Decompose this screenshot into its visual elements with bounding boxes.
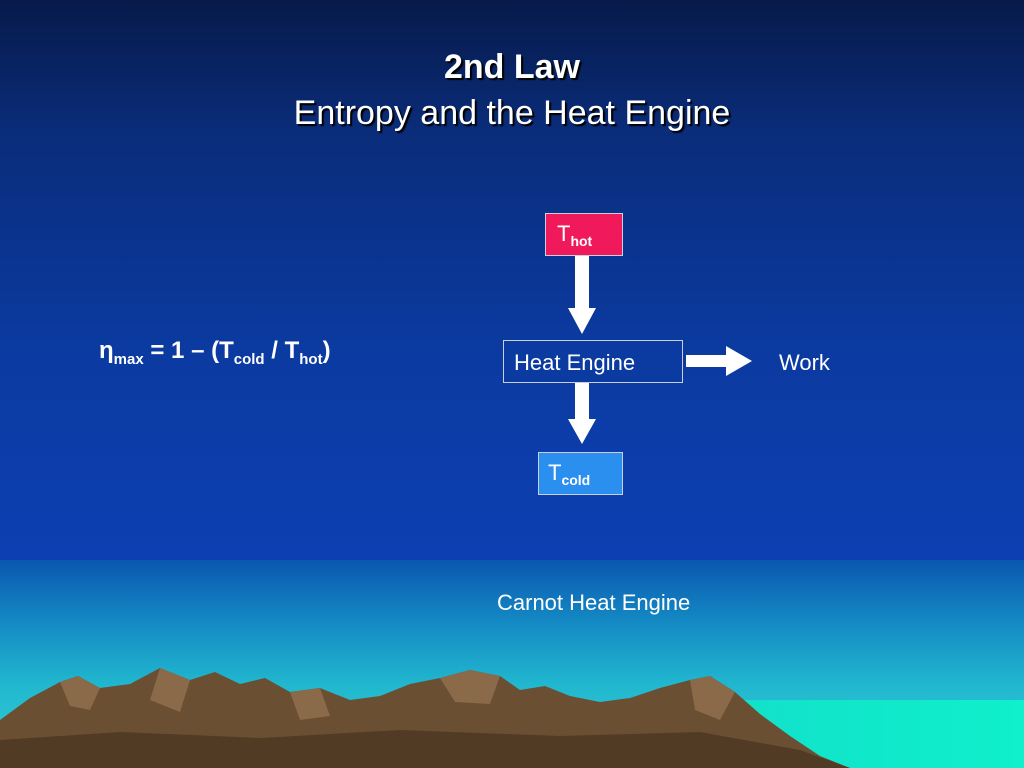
eta-subscript: max bbox=[113, 351, 144, 368]
slide-title: 2nd Law bbox=[443, 48, 581, 86]
efficiency-equation: ηmax = 1 – (Tcold / Thot) bbox=[99, 337, 331, 368]
heat-engine-label: Heat Engine bbox=[514, 350, 636, 375]
equation-close: ) bbox=[322, 337, 331, 364]
hot-box-subscript: hot bbox=[570, 233, 593, 249]
diagram-caption: Carnot Heat Engine bbox=[497, 590, 691, 615]
heat-engine-box: Heat Engine bbox=[503, 340, 683, 383]
equation-middle: = 1 – (T bbox=[143, 337, 234, 364]
cold-symbol: T bbox=[548, 460, 562, 485]
hot-symbol: T bbox=[557, 221, 571, 246]
eta-symbol: η bbox=[99, 337, 114, 364]
hot-subscript: hot bbox=[299, 351, 323, 368]
slide-subtitle: Entropy and the Heat Engine bbox=[293, 94, 731, 132]
arrow-hot-to-engine bbox=[568, 256, 596, 334]
mountain-shadow bbox=[0, 730, 850, 768]
hot-reservoir-box: Thot bbox=[545, 213, 623, 256]
cold-subscript: cold bbox=[233, 351, 265, 368]
equation-slash: / T bbox=[264, 337, 300, 364]
arrow-engine-to-work bbox=[686, 346, 752, 376]
mountain-range bbox=[0, 668, 850, 768]
cold-reservoir-box: Tcold bbox=[538, 452, 623, 495]
work-label: Work bbox=[779, 350, 830, 375]
arrow-engine-to-cold bbox=[568, 383, 596, 444]
cold-box-subscript: cold bbox=[561, 472, 591, 488]
